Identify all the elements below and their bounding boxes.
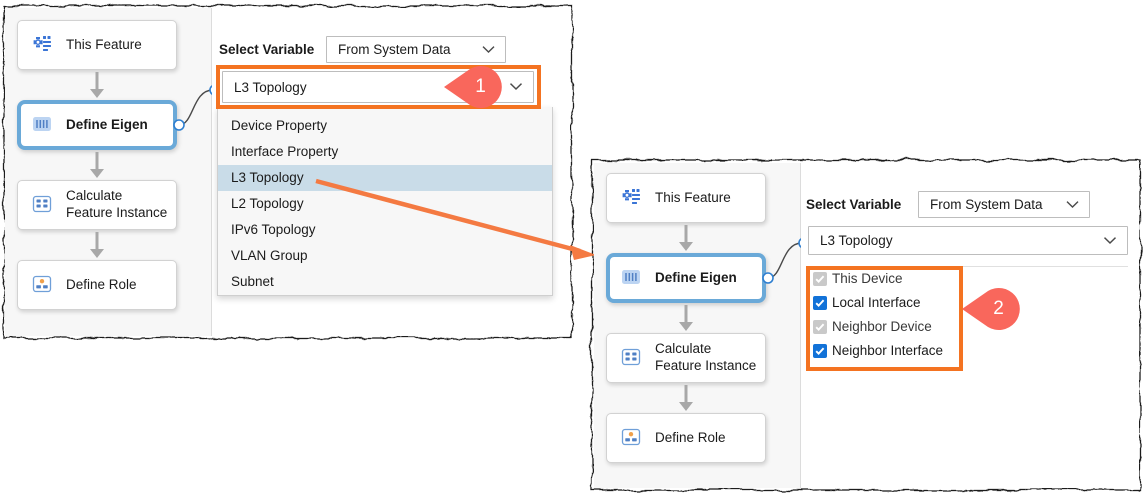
flow-arrow-1-right bbox=[679, 225, 693, 251]
node-calculate-feature-instance[interactable]: Calculate Feature Instance bbox=[17, 180, 177, 230]
role-person-icon bbox=[619, 425, 645, 451]
checkbox-row-neighbor-device[interactable]: Neighbor Device bbox=[813, 319, 932, 334]
grid-table-icon bbox=[30, 192, 56, 218]
dropdown-item-selected[interactable]: L3 Topology bbox=[218, 165, 552, 191]
node-label: Define Eigen bbox=[655, 269, 737, 285]
source-select-value: From System Data bbox=[338, 42, 451, 57]
checkbox-neighbor-interface[interactable] bbox=[813, 343, 827, 358]
dropdown-item[interactable]: Interface Property bbox=[231, 144, 339, 159]
node-this-feature[interactable]: This Feature bbox=[17, 20, 177, 70]
select-variable-label: Select Variable bbox=[219, 42, 315, 57]
node-label: This Feature bbox=[66, 36, 142, 52]
node-define-role-2[interactable]: Define Role bbox=[606, 413, 766, 463]
node-label: Define Role bbox=[655, 429, 726, 445]
dropdown-item[interactable]: IPv6 Topology bbox=[231, 222, 316, 237]
node-label: Define Eigen bbox=[66, 116, 148, 132]
source-select-2[interactable]: From System Data bbox=[918, 191, 1090, 218]
node-define-eigen-2[interactable]: Define Eigen bbox=[606, 253, 766, 303]
dropdown-item[interactable]: VLAN Group bbox=[231, 248, 308, 263]
checkbox-label: Neighbor Device bbox=[832, 319, 932, 334]
node-label: Define Role bbox=[66, 276, 137, 292]
flow-arrow-2 bbox=[90, 152, 104, 178]
checkbox-row-neighbor-interface[interactable]: Neighbor Interface bbox=[813, 343, 943, 358]
source-select-value: From System Data bbox=[930, 197, 1043, 212]
chevron-down-icon bbox=[1066, 196, 1079, 214]
checkbox-row-this-device[interactable]: This Device bbox=[813, 271, 903, 286]
checkbox-label: Local Interface bbox=[832, 295, 921, 310]
checkbox-local-interface[interactable] bbox=[813, 295, 827, 310]
select-variable-label-2: Select Variable bbox=[806, 197, 902, 212]
node-label: This Feature bbox=[655, 189, 731, 205]
orange-connector-arrow bbox=[315, 178, 596, 260]
dropdown-item[interactable]: Subnet bbox=[231, 274, 274, 289]
callout-number: 2 bbox=[993, 298, 1004, 319]
node-label: Calculate Feature Instance bbox=[66, 188, 168, 220]
variable-select-2[interactable]: L3 Topology bbox=[808, 226, 1128, 255]
form-divider bbox=[808, 266, 1128, 267]
node-this-feature-2[interactable]: This Feature bbox=[606, 173, 766, 223]
flow-arrow-3 bbox=[90, 232, 104, 258]
flow-arrow-2-right bbox=[679, 305, 693, 331]
variable-select-value: L3 Topology bbox=[234, 79, 307, 95]
grid-table-icon bbox=[619, 345, 645, 371]
role-person-icon bbox=[30, 272, 56, 298]
callout-pin-1: 1 bbox=[444, 63, 509, 111]
eigen-columns-icon bbox=[30, 112, 56, 138]
checkbox-row-local-interface[interactable]: Local Interface bbox=[813, 295, 921, 310]
checkbox-this-device[interactable] bbox=[813, 271, 827, 286]
chevron-down-icon bbox=[1103, 232, 1117, 250]
gear-feature-icon bbox=[30, 32, 56, 58]
chevron-down-icon bbox=[482, 41, 495, 59]
dropdown-item[interactable]: L2 Topology bbox=[231, 196, 304, 211]
eigen-columns-icon bbox=[619, 265, 645, 291]
node-calculate-feature-instance-2[interactable]: Calculate Feature Instance bbox=[606, 333, 766, 383]
node-define-role[interactable]: Define Role bbox=[17, 260, 177, 310]
checkbox-label: Neighbor Interface bbox=[832, 343, 944, 358]
gear-feature-icon bbox=[619, 185, 645, 211]
source-select[interactable]: From System Data bbox=[326, 36, 506, 63]
callout-number: 1 bbox=[475, 76, 486, 97]
callout-pin-2: 2 bbox=[962, 285, 1027, 333]
node-define-eigen[interactable]: Define Eigen bbox=[17, 100, 177, 150]
flow-arrow-3-right bbox=[679, 385, 693, 411]
checkbox-neighbor-device[interactable] bbox=[813, 319, 827, 334]
flow-arrow-1 bbox=[90, 72, 104, 98]
chevron-down-icon bbox=[509, 78, 523, 96]
checkbox-label: This Device bbox=[832, 271, 903, 286]
dropdown-item[interactable]: Device Property bbox=[231, 118, 328, 133]
node-label: Calculate Feature Instance bbox=[655, 341, 757, 373]
variable-select-value: L3 Topology bbox=[820, 233, 893, 248]
